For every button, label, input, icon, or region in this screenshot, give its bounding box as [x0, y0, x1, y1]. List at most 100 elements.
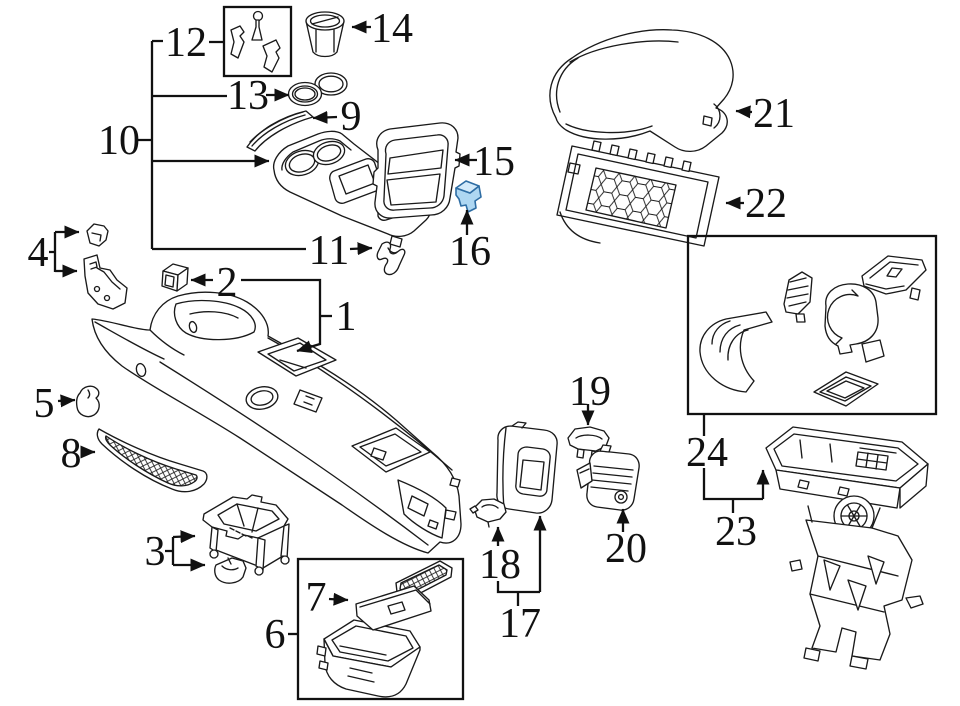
callout-10[interactable]: 10 — [98, 118, 140, 164]
part-12-lock-set[interactable] — [230, 10, 281, 73]
callout-13[interactable]: 13 — [227, 73, 269, 119]
lower-braces — [807, 505, 899, 613]
part-14-cup[interactable] — [305, 11, 345, 58]
clip-inner — [221, 557, 239, 571]
ribs — [786, 277, 809, 307]
callout-8[interactable]: 8 — [61, 431, 82, 477]
callout-17[interactable]: 17 — [499, 601, 541, 647]
bottom-tab — [389, 235, 403, 248]
callout-14[interactable]: 14 — [371, 6, 413, 52]
front-slots — [797, 479, 850, 497]
part-2-switch[interactable] — [161, 263, 189, 292]
rim-line — [281, 138, 352, 171]
part-21-armrest-lid[interactable] — [549, 29, 734, 153]
part-22-base-tray[interactable] — [556, 140, 720, 247]
part-15-frame[interactable] — [372, 122, 461, 219]
callout-1[interactable]: 1 — [336, 294, 357, 340]
callout-9[interactable]: 9 — [341, 94, 362, 140]
top-notch — [599, 444, 612, 453]
cup-ring-inner — [250, 390, 274, 406]
callout-19[interactable]: 19 — [569, 369, 611, 415]
part-7-bin-mat[interactable] — [355, 585, 432, 631]
tab — [469, 505, 479, 514]
front-face — [775, 469, 901, 509]
rail-foot — [909, 287, 921, 301]
side-hook — [789, 559, 924, 609]
callout-16[interactable]: 16 — [449, 229, 491, 275]
outline — [473, 498, 507, 523]
callout-6[interactable]: 6 — [265, 612, 286, 658]
part-13-rings[interactable] — [287, 72, 348, 107]
clip-right — [262, 39, 281, 73]
part-17-rear-trim[interactable] — [496, 421, 558, 514]
part-4-retainers[interactable] — [83, 223, 128, 310]
leader-7 — [328, 592, 349, 606]
part-18-clip[interactable] — [469, 498, 507, 528]
hub-spokes — [840, 504, 868, 528]
ring-front-inner — [291, 85, 319, 103]
foot — [209, 549, 219, 559]
part-6-storage-bin-kit[interactable] — [316, 560, 453, 698]
callout-15[interactable]: 15 — [473, 139, 515, 185]
gasket-outer — [813, 371, 879, 407]
leader-3-bracket — [165, 537, 175, 565]
rear-box-slot — [370, 447, 387, 461]
part-11-bracket[interactable] — [376, 241, 406, 276]
pin-head — [252, 10, 264, 22]
wedge-foot — [795, 313, 806, 323]
tray-grid — [855, 451, 889, 471]
callout-4[interactable]: 4 — [28, 230, 49, 276]
finger-hole — [387, 601, 406, 615]
callout-7[interactable]: 7 — [306, 575, 327, 621]
shifter-frame — [257, 337, 337, 377]
part-24-hardware-kit[interactable] — [699, 255, 927, 407]
ring-front-inner2 — [294, 87, 316, 101]
callout-24[interactable]: 24 — [686, 430, 728, 476]
side-tab-line — [579, 468, 590, 474]
louvers — [590, 465, 634, 492]
part-23-rear-carrier[interactable] — [765, 426, 929, 670]
part-3-mounting-bracket[interactable] — [202, 494, 290, 584]
gasket-mid — [819, 376, 872, 402]
callout-18[interactable]: 18 — [479, 542, 521, 588]
rear-tab — [444, 477, 461, 521]
callout-12[interactable]: 12 — [165, 20, 207, 66]
part-20-air-vent[interactable] — [576, 444, 640, 511]
hole — [188, 320, 198, 334]
leader-4-bracket — [49, 232, 57, 272]
foot — [254, 566, 264, 576]
callout-20[interactable]: 20 — [605, 526, 647, 572]
c-sleeve-cut — [826, 289, 859, 345]
tray-dividers — [799, 439, 897, 463]
part-8-net-pocket[interactable] — [96, 428, 208, 493]
callout-21[interactable]: 21 — [753, 91, 795, 137]
group-box-24 — [686, 234, 938, 416]
button-window — [164, 274, 175, 288]
cup-recess2 — [312, 140, 346, 166]
outline — [567, 426, 610, 452]
part-5-grommet[interactable] — [75, 385, 100, 418]
outline — [75, 385, 100, 418]
frame-braces — [229, 503, 259, 539]
pin — [251, 19, 263, 41]
callout-3[interactable]: 3 — [145, 529, 166, 575]
callout-11[interactable]: 11 — [309, 228, 349, 274]
opening-inner — [519, 459, 545, 491]
callout-22[interactable]: 22 — [745, 181, 787, 227]
callout-labels: 1 2 3 4 5 6 7 8 9 10 11 12 13 14 15 16 1… — [28, 6, 796, 658]
part-1-console-body[interactable] — [91, 291, 462, 554]
part-16-highlighted-clip[interactable] — [455, 180, 482, 213]
callout-5[interactable]: 5 — [34, 381, 55, 427]
cutout — [823, 555, 885, 611]
front-lip — [559, 162, 601, 244]
tooth — [591, 140, 692, 173]
tray-floor — [189, 310, 239, 319]
tray-rim-inner — [773, 433, 919, 482]
callout-23[interactable]: 23 — [715, 509, 757, 555]
honeycomb — [585, 167, 677, 229]
front-seam — [555, 57, 653, 134]
bin-shading — [339, 645, 387, 683]
leg-brace — [215, 549, 284, 569]
callout-2[interactable]: 2 — [217, 260, 238, 306]
